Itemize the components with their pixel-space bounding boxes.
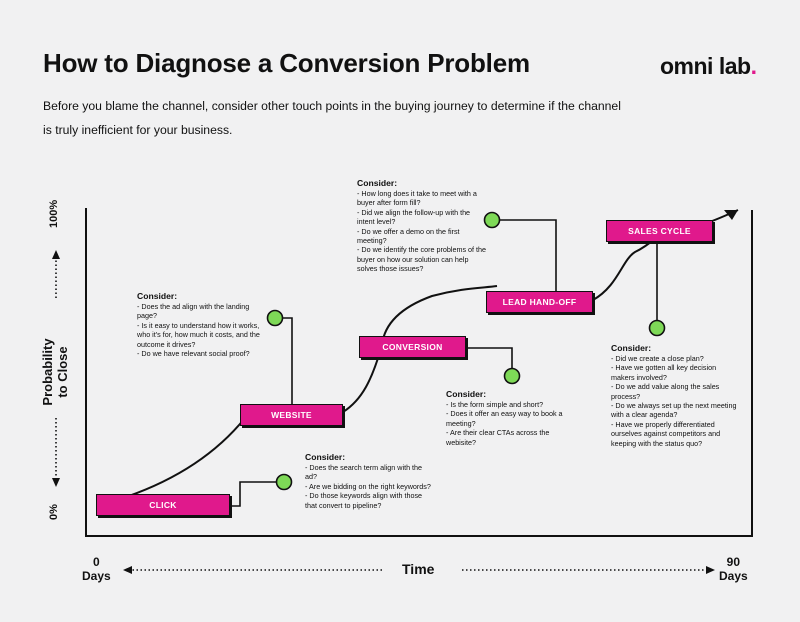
- note-item: Is it easy to understand how it works, w…: [137, 321, 267, 349]
- note-click: Consider: Does the search term align wit…: [305, 451, 431, 510]
- stage-sales-cycle: SALES CYCLE: [606, 220, 713, 242]
- note-item: Did we create a close plan?: [611, 354, 741, 363]
- connector-lead-handoff: [492, 219, 557, 292]
- y-axis-top-label: 100%: [48, 199, 60, 228]
- stage-lead-handoff: LEAD HAND-OFF: [486, 291, 593, 313]
- y-axis-bottom-label: 0%: [48, 504, 60, 520]
- note-item: Do those keywords align with those that …: [305, 491, 431, 510]
- note-item: Does the search term align with the ad?: [305, 463, 431, 482]
- x-axis-end: 90 Days: [719, 555, 748, 583]
- x-arrow-left-head: [123, 566, 132, 574]
- note-item: Do we have relevant social proof?: [137, 349, 267, 358]
- stage-click: CLICK: [96, 494, 230, 516]
- journey-arrowhead: [724, 210, 738, 220]
- x-axis-start: 0 Days: [82, 555, 111, 583]
- connector-conversion: [466, 347, 513, 376]
- marker-website: [266, 309, 284, 327]
- note-heading: Consider:: [137, 291, 178, 301]
- x-axis-label: Time: [402, 561, 435, 577]
- omni-lab-logo: omni lab.: [660, 53, 757, 80]
- y-arrow-up-head: [52, 250, 60, 259]
- note-item: Do we identify the core problems of the …: [357, 245, 489, 273]
- note-item: Do we add value along the sales process?: [611, 382, 741, 401]
- x-axis-start-value: 0: [93, 555, 100, 569]
- x-axis-end-unit: Days: [719, 569, 748, 583]
- stage-website: WEBSITE: [240, 404, 343, 426]
- note-item: Do we offer a demo on the first meeting?: [357, 227, 489, 246]
- stage-conversion: CONVERSION: [359, 336, 466, 358]
- page-title: How to Diagnose a Conversion Problem: [43, 48, 530, 78]
- marker-click: [275, 473, 293, 491]
- note-item: How long does it take to meet with a buy…: [357, 189, 489, 208]
- note-item: Have we gotten all key decision makers i…: [611, 363, 741, 382]
- note-item: Does the ad align with the landing page?: [137, 302, 267, 321]
- note-heading: Consider:: [611, 343, 652, 353]
- y-axis-label-line2: to Close: [55, 346, 70, 398]
- chart-frame: [85, 208, 753, 537]
- note-item: Is the form simple and short?: [446, 400, 576, 409]
- marker-conversion: [503, 367, 521, 385]
- note-item: Does it offer an easy way to book a meet…: [446, 409, 576, 428]
- x-arrow-right-head: [706, 566, 715, 574]
- connector-website: [276, 317, 293, 404]
- note-item: Did we align the follow-up with the inte…: [357, 208, 489, 227]
- y-axis-label-line1: Probability: [40, 338, 55, 406]
- logo-text: omni lab: [660, 53, 751, 79]
- note-conversion: Consider: Is the form simple and short? …: [446, 388, 576, 447]
- x-axis-end-value: 90: [726, 555, 741, 569]
- note-sales-cycle: Consider: Did we create a close plan? Ha…: [611, 342, 741, 448]
- note-heading: Consider:: [305, 452, 346, 462]
- note-heading: Consider:: [357, 178, 398, 188]
- y-arrow-down-head: [52, 478, 60, 487]
- note-item: Do we always set up the next meeting wit…: [611, 401, 741, 420]
- marker-sales-cycle: [648, 319, 666, 337]
- note-item: Have we properly differentiated ourselve…: [611, 420, 741, 448]
- note-heading: Consider:: [446, 389, 487, 399]
- note-lead-handoff: Consider: How long does it take to meet …: [357, 177, 489, 274]
- y-axis-label: Probability to Close: [40, 312, 70, 432]
- page-subtitle: Before you blame the channel, consider o…: [43, 99, 621, 137]
- logo-dot: .: [750, 53, 757, 79]
- connector-click: [230, 481, 284, 507]
- note-item: Are we bidding on the right keywords?: [305, 482, 431, 491]
- note-website: Consider: Does the ad align with the lan…: [137, 290, 267, 358]
- note-item: Are their clear CTAs across the webisite…: [446, 428, 576, 447]
- x-axis-start-unit: Days: [82, 569, 111, 583]
